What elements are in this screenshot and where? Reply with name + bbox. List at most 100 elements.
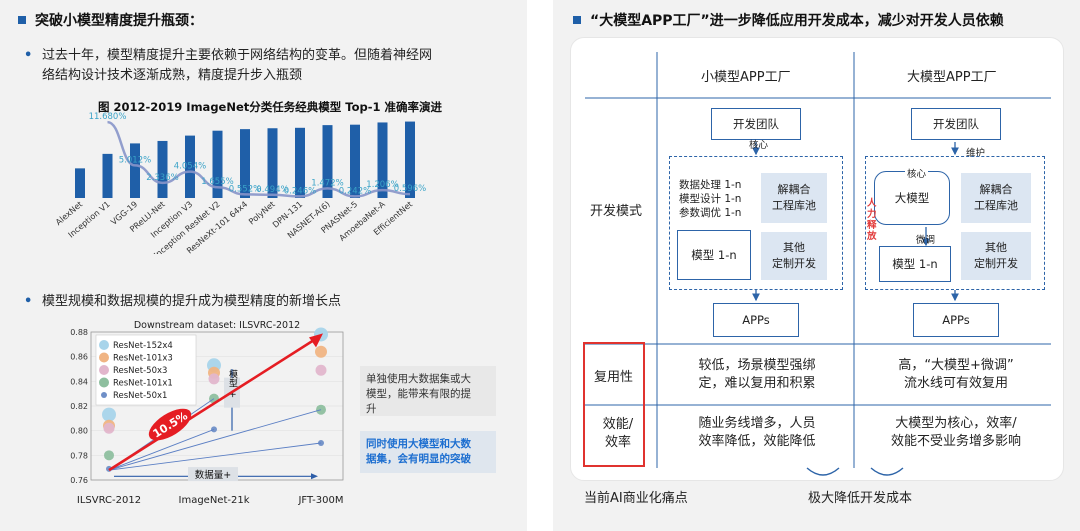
bullet-decade-accuracy: • 过去十年，模型精度提升主要依赖于网络结构的变革。但随着神经网 络结构设计技术… bbox=[24, 48, 433, 83]
legend-box bbox=[95, 334, 197, 406]
bar bbox=[185, 135, 195, 198]
efficiency-small-cell: 随业务线增多，人员 效率降低，效能降低 bbox=[698, 416, 816, 449]
model-scale-label: 模型 + bbox=[227, 370, 238, 398]
chart-title: 图 2012-2019 ImageNet分类任务经典模型 Top-1 准确率演进 bbox=[98, 100, 442, 114]
arrowhead-icon bbox=[309, 333, 323, 348]
legend-label: ResNet-101x3 bbox=[113, 354, 173, 364]
bullet-dot-icon: • bbox=[24, 294, 33, 309]
trend-arrow bbox=[108, 442, 322, 471]
footer-pain-point: 当前AI商业化痛点 bbox=[584, 491, 688, 506]
bar bbox=[240, 129, 250, 198]
big-dev-team-box: 开发团队 bbox=[911, 108, 1001, 140]
small-other-box: 其他定制开发 bbox=[761, 232, 827, 280]
small-decouple-box: 解耦合工程库池 bbox=[761, 173, 827, 223]
data-label: 5.012% bbox=[119, 155, 151, 165]
big-apps-box: APPs bbox=[913, 303, 999, 337]
scatter-point bbox=[103, 422, 115, 434]
bar bbox=[322, 125, 333, 198]
x-tick-label: JFT-300M bbox=[297, 495, 343, 506]
data-label: 2.336% bbox=[146, 173, 178, 183]
legend-label: ResNet-152x4 bbox=[113, 341, 173, 351]
bar bbox=[212, 130, 223, 198]
bar bbox=[377, 122, 388, 198]
bar bbox=[405, 121, 415, 198]
small-core-label: 核心 bbox=[749, 140, 769, 151]
small-apps-box: APPs bbox=[713, 303, 799, 337]
legend-swatch bbox=[99, 352, 109, 363]
y-tick-label: 0.84 bbox=[70, 377, 88, 386]
finetune-label: 微调 bbox=[916, 235, 936, 246]
bullet-dot-icon: • bbox=[24, 48, 33, 63]
reuse-small-cell: 较低，场景模型强绑 定，难以复用和积累 bbox=[698, 358, 816, 391]
data-label: 1.472% bbox=[311, 178, 343, 188]
x-tick-label: ImageNet-21k bbox=[179, 495, 250, 506]
imagenet-accuracy-chart: 图 2012-2019 ImageNet分类任务经典模型 Top-1 准确率演进… bbox=[53, 100, 442, 254]
legend-label: ResNet-50x1 bbox=[113, 391, 167, 401]
breakthrough-badge bbox=[148, 408, 192, 441]
scatter-point bbox=[315, 364, 327, 376]
legend-label: ResNet-101x1 bbox=[113, 379, 173, 389]
data-label: 0.242% bbox=[339, 186, 371, 196]
data-label: 0.596% bbox=[394, 184, 426, 194]
y-tick-label: 0.82 bbox=[70, 402, 88, 411]
y-tick-label: 0.86 bbox=[70, 353, 88, 362]
column-header-big: 大模型APP工厂 bbox=[907, 70, 997, 85]
labor-release-label: 人 力 释 放 bbox=[867, 198, 877, 242]
note-breakthrough: 同时使用大模型和大数 据集，会有明显的突破 bbox=[360, 431, 496, 473]
big-dev-container bbox=[865, 156, 1045, 290]
y-tick-label: 0.78 bbox=[70, 451, 88, 460]
small-model-box: 模型 1-n bbox=[677, 230, 751, 280]
trend-arrow bbox=[108, 409, 322, 471]
right-panel: “大模型APP工厂”进一步降低应用开发成本，减少对开发人员依赖 bbox=[553, 0, 1080, 531]
footer-cost-reduction: 极大降低开发成本 bbox=[808, 491, 913, 506]
data-label: 1.206% bbox=[366, 180, 398, 190]
comparison-matrix: 小模型APP工厂 大模型APP工厂 开发模式 复用性 效能/ 效率 开发团队 核… bbox=[570, 37, 1064, 481]
left-panel: 突破小模型精度提升瓶颈： • 过去十年，模型精度提升主要依赖于网络结构的变革。但… bbox=[0, 0, 527, 531]
growth-series-line bbox=[107, 120, 411, 198]
cycle-arrow-icon bbox=[806, 467, 840, 476]
scatter-point bbox=[104, 450, 114, 461]
big-finetuned-model-box: 模型 1-n bbox=[879, 246, 951, 282]
data-label: 0.494% bbox=[256, 185, 288, 195]
square-bullet-icon bbox=[18, 16, 26, 24]
data-label: 4.054% bbox=[174, 162, 206, 172]
data-label: 0.246% bbox=[284, 186, 316, 196]
data-label: 1.655% bbox=[201, 177, 233, 187]
cycle-arrow-icon bbox=[870, 467, 904, 476]
square-bullet-icon bbox=[573, 16, 581, 24]
bar bbox=[75, 168, 85, 198]
big-decouple-box: 解耦合工程库池 bbox=[961, 173, 1031, 223]
scatter-title: Downstream dataset: ILSVRC-2012 bbox=[134, 320, 300, 331]
small-dev-container bbox=[669, 156, 843, 290]
small-steps-list: 数据处理 1-n 模型设计 1-n 参数调优 1-n bbox=[679, 179, 742, 219]
bar bbox=[102, 153, 113, 198]
breakthrough-arrow bbox=[108, 338, 316, 472]
y-tick-label: 0.76 bbox=[70, 476, 88, 485]
annotation-bg bbox=[188, 467, 238, 482]
scatter-point bbox=[102, 407, 116, 422]
legend-swatch bbox=[99, 340, 109, 350]
legend-swatch bbox=[99, 365, 109, 375]
data-label: 11.680% bbox=[89, 112, 127, 122]
x-tick-label: ILSVRC-2012 bbox=[77, 495, 141, 506]
row-label-efficiency: 效能/ 效率 bbox=[602, 417, 634, 450]
y-tick-label: 0.80 bbox=[70, 427, 88, 436]
small-dev-team-box: 开发团队 bbox=[711, 108, 801, 140]
bar bbox=[267, 128, 278, 198]
big-other-box: 其他定制开发 bbox=[961, 232, 1031, 280]
arrowhead-icon bbox=[311, 473, 318, 480]
bar bbox=[157, 140, 168, 198]
bar bbox=[295, 127, 305, 198]
column-header-small: 小模型APP工厂 bbox=[701, 70, 791, 85]
downstream-scatter-chart: Downstream dataset: ILSVRC-2012 0.76 0.78 0… bbox=[70, 320, 343, 506]
trend-arrow bbox=[108, 429, 215, 471]
row-label-dev-mode: 开发模式 bbox=[590, 204, 643, 219]
left-section-title: 突破小模型精度提升瓶颈： bbox=[18, 10, 203, 30]
bar bbox=[350, 124, 360, 198]
right-section-title: “大模型APP工厂”进一步降低应用开发成本，减少对开发人员依赖 bbox=[573, 10, 1004, 30]
efficiency-big-cell: 大模型为核心，效率/ 效能不受业务增多影响 bbox=[890, 416, 1021, 449]
data-label: 0.552% bbox=[229, 184, 261, 194]
big-maintain-label: 维护 bbox=[966, 148, 986, 159]
bullet-scale-growth: • 模型规模和数据规模的提升成为模型精度的新增长点 bbox=[24, 292, 341, 312]
reuse-big-cell: 高，“大模型+微调” 流水线可有效复用 bbox=[898, 358, 1014, 391]
